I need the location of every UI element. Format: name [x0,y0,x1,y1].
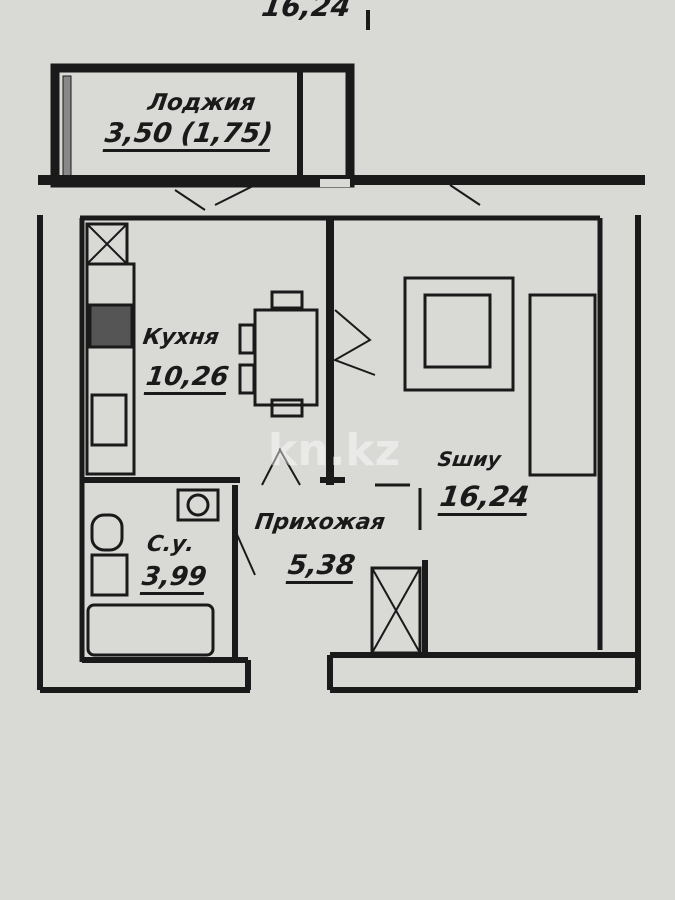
stove [88,303,134,349]
room-area-kitchen: 10,26 [143,362,231,395]
bathtub [86,603,215,657]
room-area-living: 16,24 [437,480,532,516]
room-area-bathroom: 3,99 [139,562,209,595]
room-name-kitchen: Кухня [141,325,221,350]
sofa [528,293,597,477]
top-dimension: 16,24 [259,0,353,23]
room-area-loggia: 3,50 (1,75) [102,118,275,152]
room-name-loggia: Лоджия [146,90,258,116]
room-name-bathroom: С.у. [145,532,196,557]
bed [403,276,515,392]
wardrobe [370,566,422,655]
room-name-living: Sшиу [436,447,503,471]
room-area-hallway: 5,38 [285,550,358,584]
bathroom-sink [90,553,129,597]
dining-table [253,308,319,407]
toilet [90,513,124,552]
kitchen-sink [90,393,128,447]
watermark: kn.kz [268,425,401,476]
room-name-hallway: Прихожая [253,510,387,535]
